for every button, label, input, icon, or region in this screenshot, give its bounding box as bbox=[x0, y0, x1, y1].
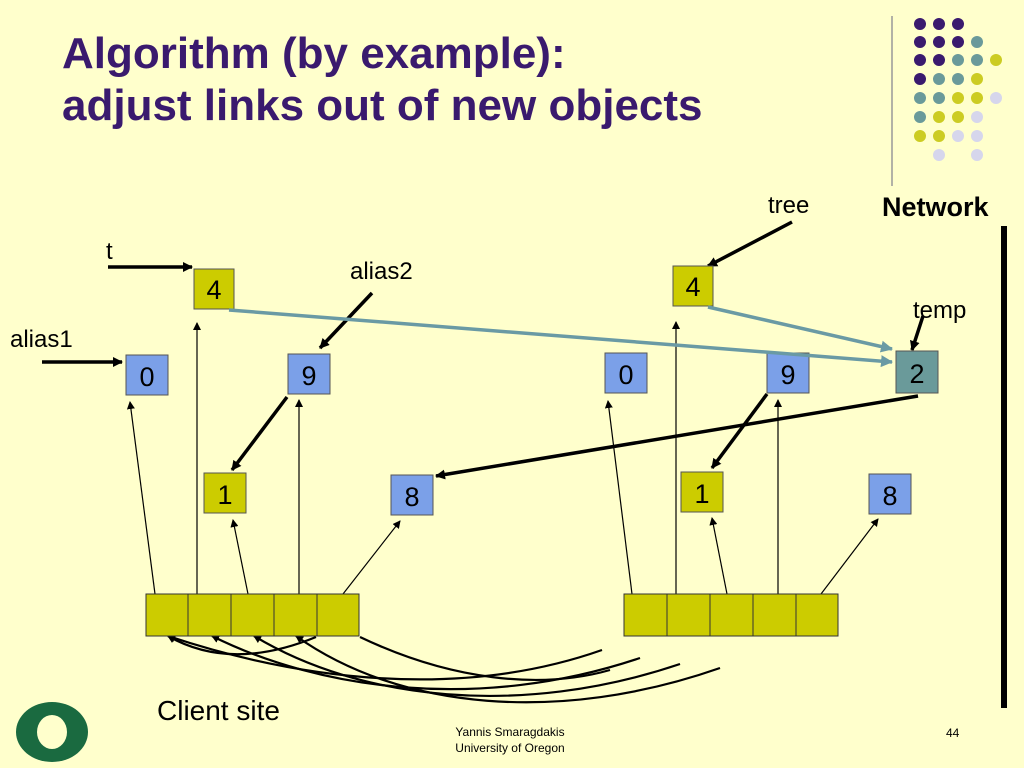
right-node-2 bbox=[895, 350, 939, 394]
left-node-1-label: 1 bbox=[217, 480, 232, 510]
link-temp-to-left8 bbox=[435, 394, 919, 480]
client-site-label: Client site bbox=[157, 695, 280, 726]
university-o-logo-icon bbox=[16, 702, 88, 762]
left-pointer-array bbox=[145, 593, 360, 637]
label-t: t bbox=[106, 238, 113, 265]
right-node-4-label: 4 bbox=[685, 272, 700, 302]
right-node-2-label: 2 bbox=[909, 359, 924, 389]
page-number: 44 bbox=[946, 726, 960, 740]
left-node-9-label: 9 bbox=[301, 361, 316, 391]
right-object-graph: 4 0 9 2 1 8 bbox=[604, 220, 939, 637]
footer-name: Yannis Smaragdakis bbox=[455, 725, 565, 739]
right-node-4 bbox=[672, 265, 714, 307]
left-node-9 bbox=[287, 353, 331, 395]
footer-org: University of Oregon bbox=[455, 741, 565, 755]
right-node-0-label: 0 bbox=[618, 360, 633, 390]
left-node-0 bbox=[125, 354, 169, 396]
left-node-1 bbox=[203, 472, 247, 514]
link-right4-to-temp bbox=[707, 305, 893, 353]
right-node-8-label: 8 bbox=[882, 481, 897, 511]
link-left4-to-temp bbox=[228, 308, 893, 368]
left-node-8 bbox=[390, 474, 434, 516]
decorative-dot-grid-icon bbox=[914, 18, 1002, 161]
label-alias1: alias1 bbox=[10, 326, 73, 353]
network-label: Network bbox=[882, 192, 989, 222]
label-alias2: alias2 bbox=[350, 258, 413, 285]
right-node-9-label: 9 bbox=[780, 360, 795, 390]
left-object-graph: 4 0 9 1 8 bbox=[42, 262, 721, 704]
title-line-1: Algorithm (by example): bbox=[62, 29, 566, 78]
footer-credit: Yannis Smaragdakis University of Oregon bbox=[420, 724, 600, 756]
right-node-1 bbox=[680, 471, 724, 513]
slide-title: Algorithm (by example): adjust links out… bbox=[62, 28, 703, 132]
left-node-4-label: 4 bbox=[206, 275, 221, 305]
left-node-0-label: 0 bbox=[139, 362, 154, 392]
left-node-8-label: 8 bbox=[404, 482, 419, 512]
right-pointer-array bbox=[623, 593, 839, 637]
title-line-2: adjust links out of new objects bbox=[62, 81, 703, 130]
right-node-9 bbox=[766, 352, 810, 394]
label-tree: tree bbox=[768, 192, 810, 219]
right-node-0 bbox=[604, 352, 648, 394]
left-node-4 bbox=[193, 268, 235, 310]
right-node-1-label: 1 bbox=[694, 479, 709, 509]
right-node-8 bbox=[868, 473, 912, 515]
